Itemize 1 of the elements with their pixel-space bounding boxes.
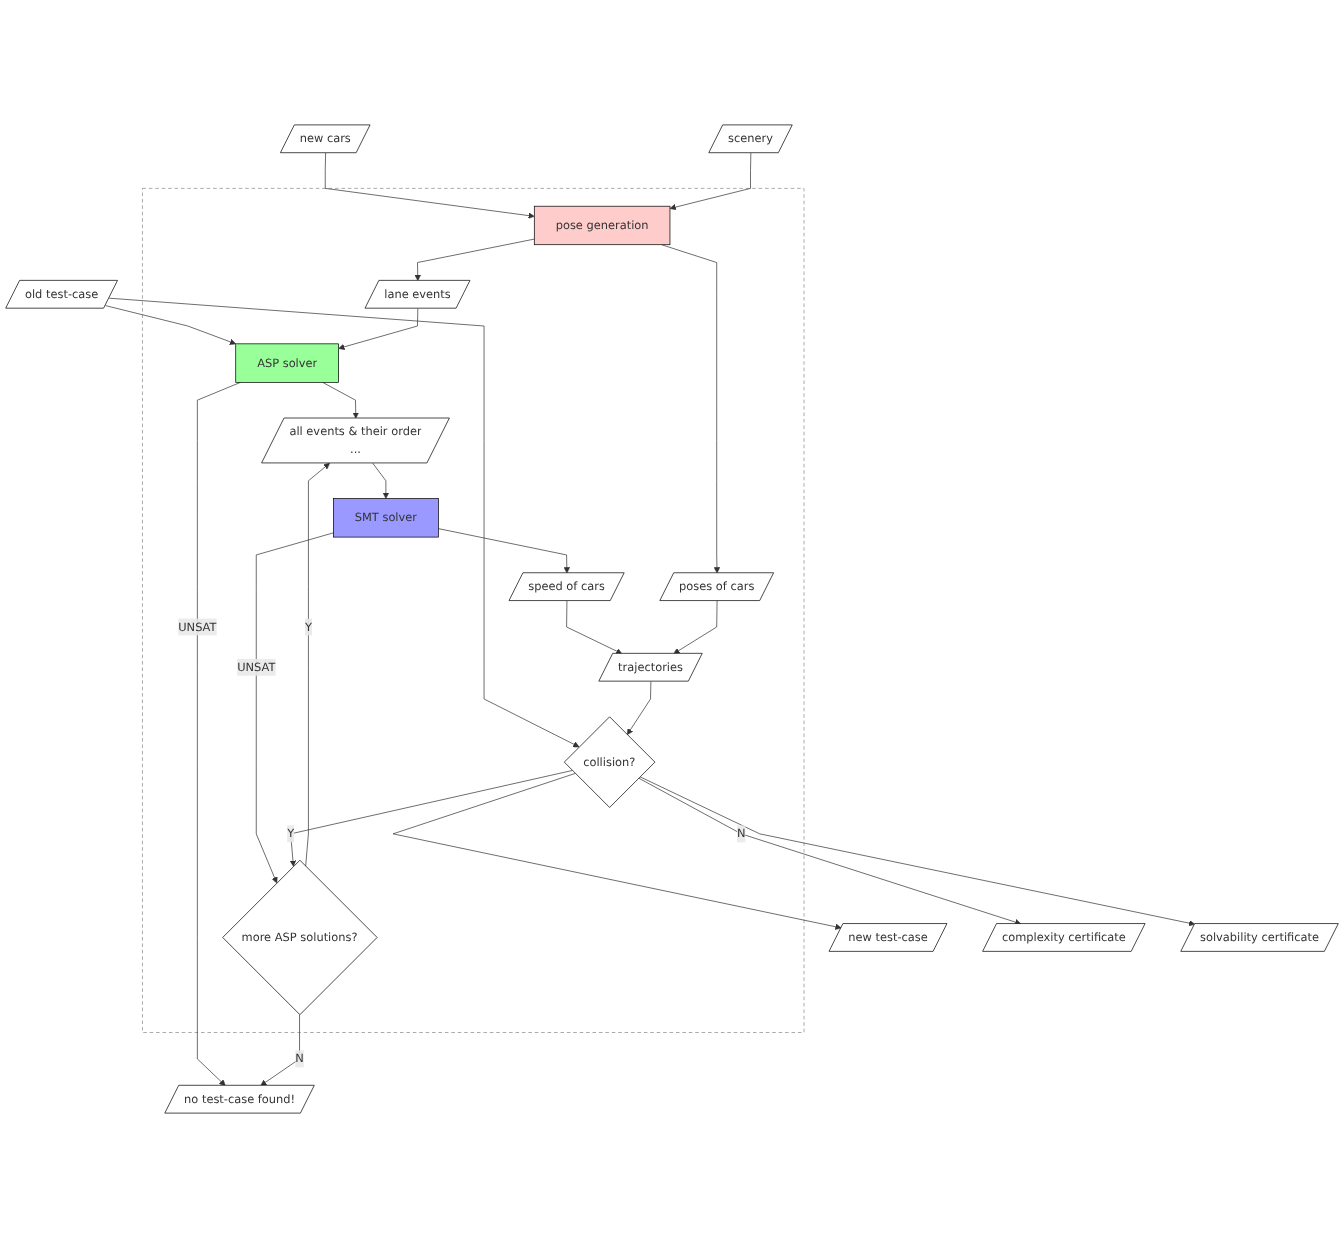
- cluster: [142, 188, 805, 1033]
